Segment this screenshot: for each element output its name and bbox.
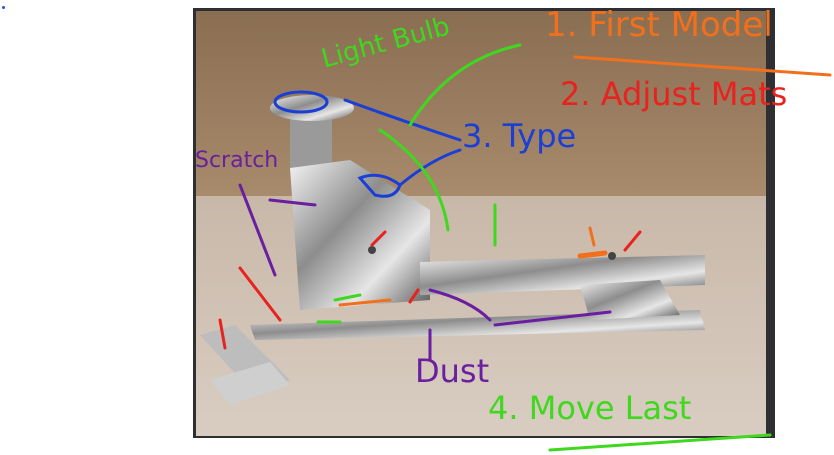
- stapler-post: [290, 118, 332, 170]
- annotation-step3: 3. Type: [462, 117, 577, 155]
- annotation-dust: Dust: [415, 352, 490, 390]
- annotation-step1: 1. First Model: [545, 5, 773, 45]
- annotation-step2: 2. Adjust Mats: [560, 75, 788, 113]
- stapler: [250, 95, 705, 340]
- annotation-strokes: [218, 43, 832, 452]
- annotation-step4: 4. Move Last: [488, 389, 692, 427]
- stapler-knob: [270, 95, 354, 121]
- stray-dot: [2, 6, 5, 9]
- annotation-scratch: Scratch: [195, 148, 279, 173]
- stapler-head: [290, 160, 430, 310]
